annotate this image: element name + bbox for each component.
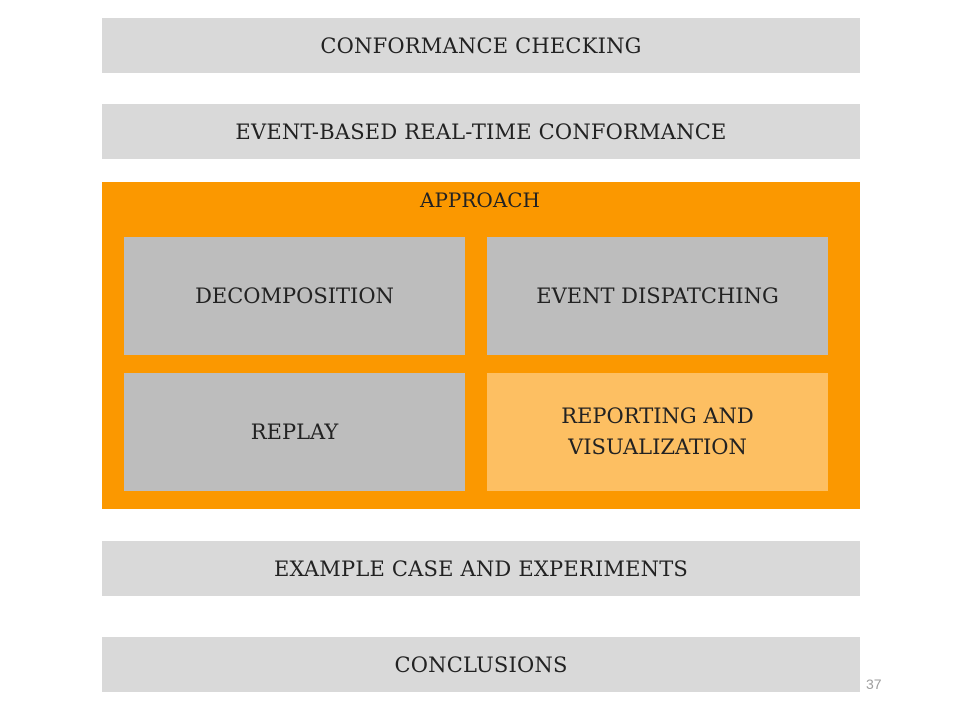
agenda-item-conclusions: CONCLUSIONS [102, 637, 860, 692]
page-number: 37 [866, 676, 882, 692]
tile-event-dispatching: EVENT DISPATCHING [487, 237, 828, 355]
tile-decomposition: DECOMPOSITION [124, 237, 465, 355]
agenda-item-example-case: EXAMPLE CASE AND EXPERIMENTS [102, 541, 860, 596]
tile-replay: REPLAY [124, 373, 465, 491]
agenda-item-event-based-conformance: EVENT-BASED REAL-TIME CONFORMANCE [102, 104, 860, 159]
approach-title: APPROACH [420, 188, 540, 212]
tile-reporting-and-visualization: REPORTING AND VISUALIZATION [487, 373, 828, 491]
agenda-item-conformance-checking: CONFORMANCE CHECKING [102, 18, 860, 73]
